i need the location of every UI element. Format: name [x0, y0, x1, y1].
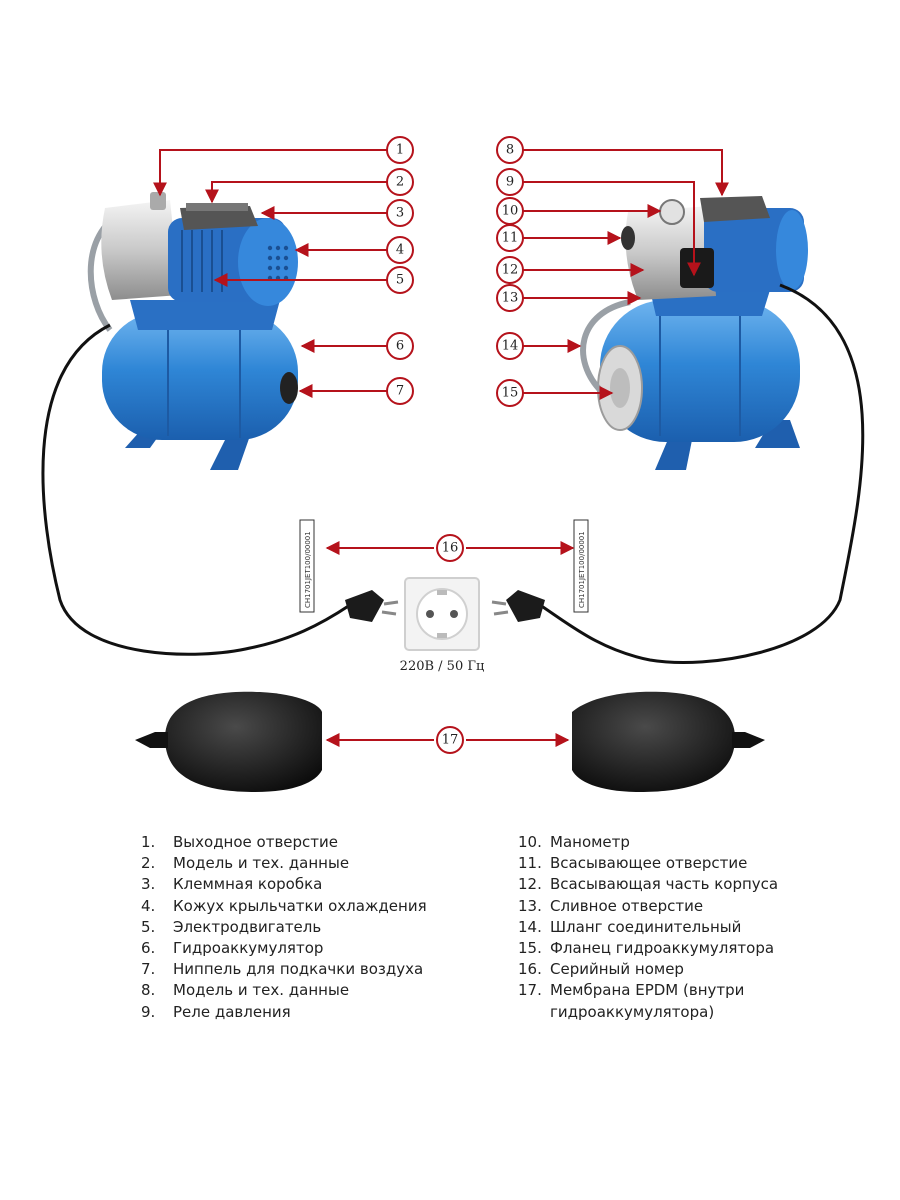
legend-item: 15.Фланец гидроаккумулятора	[518, 939, 775, 958]
legend-item: 17.Мембрана EPDM (внутри	[518, 981, 745, 1000]
callout-badge-7: 7	[386, 377, 414, 405]
callout-badge-16: 16	[436, 534, 464, 562]
svg-text:5: 5	[396, 273, 404, 288]
callout-badge-13: 13	[496, 284, 524, 312]
svg-text:16: 16	[442, 541, 459, 556]
callout-badge-11: 11	[496, 224, 524, 252]
legend-item: 4.Кожух крыльчатки охлаждения	[141, 896, 427, 915]
serial-tag-right: CH1701JET100/00001	[573, 519, 589, 613]
membrane-left	[135, 691, 322, 792]
legend-item: 12.Всасывающая часть корпуса	[518, 875, 779, 894]
legend-item: 6.Гидроаккумулятор	[141, 939, 324, 958]
svg-text:9: 9	[506, 175, 514, 190]
legend-item: 3.Клеммная коробка	[141, 875, 323, 894]
callout-badge-4: 4	[386, 236, 414, 264]
svg-text:10: 10	[502, 204, 519, 219]
svg-text:2: 2	[396, 175, 404, 190]
svg-text:6: 6	[396, 339, 404, 354]
callout-badge-3: 3	[386, 199, 414, 227]
left-plug	[345, 590, 399, 622]
legend-item: 13.Сливное отверстие	[518, 896, 704, 915]
svg-text:7: 7	[396, 384, 404, 399]
legend-item: 10.Манометр	[518, 833, 630, 851]
legend-item: 7.Ниппель для подкачки воздуха	[141, 960, 424, 979]
left-pump	[87, 192, 298, 470]
serial-number-right: CH1701JET100/00001	[578, 531, 586, 608]
right-pump	[580, 196, 808, 470]
callout-badge-10: 10	[496, 197, 524, 225]
svg-text:15: 15	[502, 386, 519, 401]
callouts	[153, 149, 729, 747]
callout-badge-12: 12	[496, 256, 524, 284]
right-plug	[491, 590, 545, 622]
callout-badge-17: 17	[436, 726, 464, 754]
svg-text:12: 12	[502, 263, 519, 278]
svg-text:3: 3	[396, 206, 404, 221]
power-label: 220В / 50 Гц	[400, 659, 485, 674]
legend-item: 5.Электродвигатель	[141, 917, 322, 936]
serial-number-left: CH1701JET100/00001	[304, 531, 312, 608]
legend-item: 11.Всасывающее отверстие	[518, 854, 748, 873]
legend-item: 1.Выходное отверстие	[141, 833, 339, 851]
legend-item: гидроаккумулятора)	[550, 1002, 715, 1021]
legend-item: 8.Модель и тех. данные	[141, 981, 350, 1000]
legend-left: 1.Выходное отверстие 2.Модель и тех. дан…	[141, 832, 427, 1023]
legend-right: 10.Манометр 11.Всасывающее отверстие 12.…	[518, 832, 778, 1023]
svg-text:14: 14	[502, 339, 519, 354]
legend-item: 2.Модель и тех. данные	[141, 854, 350, 873]
svg-text:8: 8	[506, 143, 514, 158]
legend-item: 9.Реле давления	[141, 1002, 291, 1021]
callout-badge-15: 15	[496, 379, 524, 407]
callout-badge-14: 14	[496, 332, 524, 360]
power-socket	[404, 577, 480, 651]
svg-text:1: 1	[396, 143, 404, 158]
power-cables	[41, 283, 865, 664]
callout-badge-8: 8	[496, 136, 524, 164]
legend-item: 14.Шланг соединительный	[518, 917, 742, 936]
serial-tag-left: CH1701JET100/00001	[299, 519, 315, 613]
callout-badge-6: 6	[386, 332, 414, 360]
callout-badge-9: 9	[496, 168, 524, 196]
svg-text:11: 11	[502, 231, 519, 246]
callout-badge-2: 2	[386, 168, 414, 196]
callout-badges: 1 2 3 4 5 6 7 8 9 10 11 12 13 14 15 16 1…	[386, 136, 524, 754]
svg-text:4: 4	[396, 243, 404, 258]
legend-item: 16.Серийный номер	[518, 960, 684, 979]
membrane-right	[572, 691, 765, 792]
callout-badge-1: 1	[386, 136, 414, 164]
callout-badge-5: 5	[386, 266, 414, 294]
svg-text:17: 17	[442, 733, 459, 748]
svg-text:13: 13	[502, 291, 519, 306]
